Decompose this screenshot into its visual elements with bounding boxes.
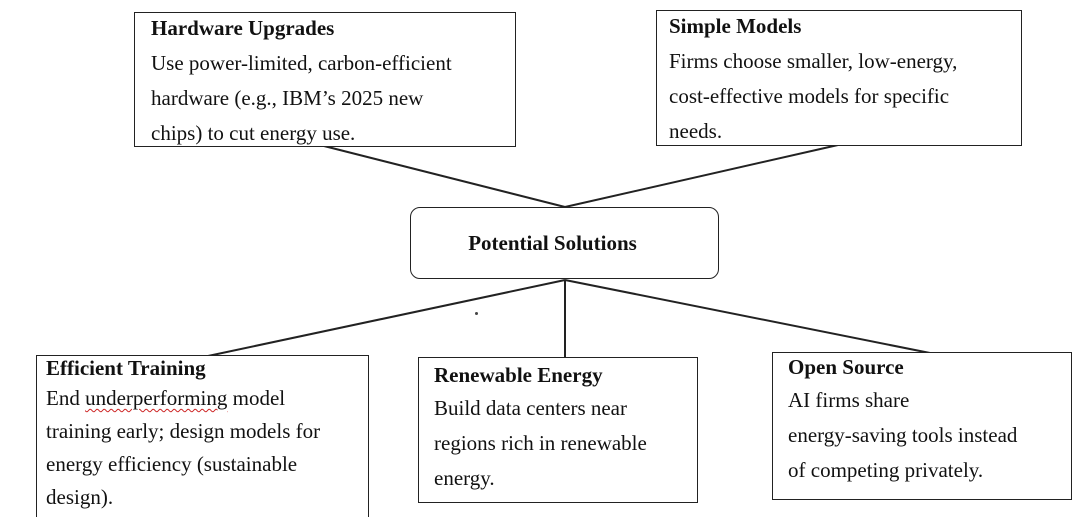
node-line: AI firms share <box>788 388 910 412</box>
node-line: cost-effective models for specific <box>669 84 950 108</box>
node-word: End <box>46 386 80 410</box>
node-simple-models: Simple Models Firms choose smaller, low-… <box>656 10 1022 146</box>
node-line: End underperforming model <box>46 382 360 415</box>
connector-open <box>564 279 931 354</box>
node-line: energy. <box>434 466 495 490</box>
node-line: training early; design models for <box>46 419 321 443</box>
node-body: Build data centers near regions rich in … <box>434 391 697 496</box>
node-line: design). <box>46 485 114 509</box>
connector-hardware <box>323 145 566 208</box>
node-line: Firms choose smaller, low-energy, <box>669 49 958 73</box>
node-renewable-energy: Renewable Energy Build data centers near… <box>418 357 698 503</box>
node-line: energy-saving tools instead <box>788 423 1018 447</box>
node-title: Simple Models <box>669 14 802 38</box>
node-hardware-upgrades: Hardware Upgrades Use power-limited, car… <box>134 12 516 147</box>
node-line: needs. <box>669 119 723 143</box>
central-node-label: Potential Solutions <box>468 230 637 255</box>
node-title: Renewable Energy <box>434 363 603 387</box>
node-body: End underperforming model training early… <box>46 382 368 514</box>
node-body: AI firms share energy-saving tools inste… <box>788 383 1071 488</box>
node-title: Open Source <box>788 355 904 379</box>
stray-dot <box>475 312 478 315</box>
node-line: energy efficiency (sustainable <box>46 452 298 476</box>
node-line: hardware (e.g., IBM’s 2025 new <box>151 86 424 110</box>
node-efficient-training: Efficient Training End underperforming m… <box>36 355 369 517</box>
misspelled-word: underperforming <box>85 386 228 410</box>
connector-efficient <box>207 279 566 357</box>
node-line: Use power-limited, carbon-efficient <box>151 51 452 75</box>
central-node: Potential Solutions <box>410 207 719 279</box>
node-word: model <box>232 386 286 410</box>
node-title: Hardware Upgrades <box>151 16 335 40</box>
node-open-source: Open Source AI firms share energy-saving… <box>772 352 1072 500</box>
node-body: Firms choose smaller, low-energy, cost-e… <box>669 44 1021 149</box>
node-body: Use power-limited, carbon-efficient hard… <box>151 46 515 151</box>
node-title: Efficient Training <box>46 356 206 380</box>
connector-simple <box>564 144 839 208</box>
node-line: Build data centers near <box>434 396 627 420</box>
node-line: of competing privately. <box>788 458 984 482</box>
node-line: chips) to cut energy use. <box>151 121 356 145</box>
node-line: regions rich in renewable <box>434 431 647 455</box>
